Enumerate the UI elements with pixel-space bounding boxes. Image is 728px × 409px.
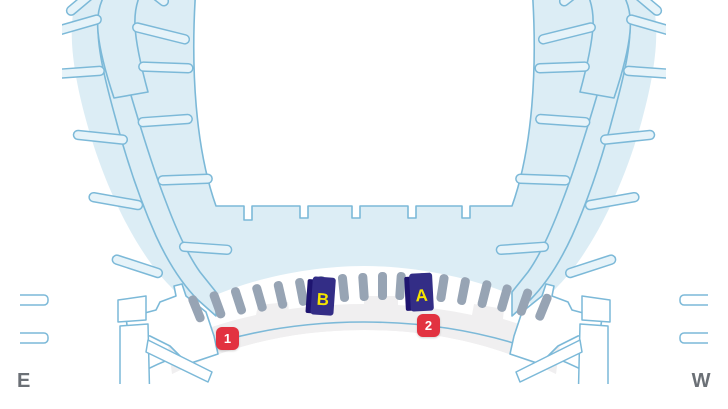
compass-label-west: W bbox=[691, 370, 711, 392]
terminal-marker-a-label: A bbox=[415, 285, 429, 306]
poi-marker-1[interactable]: 1 bbox=[216, 327, 239, 350]
main-terminal-footprint bbox=[172, 296, 558, 374]
poi-marker-2[interactable]: 2 bbox=[417, 314, 440, 337]
compass-label-east: E bbox=[17, 370, 31, 392]
inner-courtyard bbox=[192, 0, 536, 221]
terminal-marker-b-label: B bbox=[316, 289, 330, 310]
